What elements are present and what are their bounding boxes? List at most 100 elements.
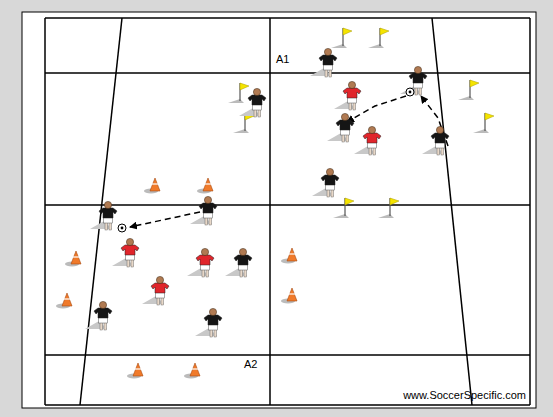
- watermark: www.SoccerSpecific.com: [403, 389, 526, 401]
- cone-stripe: [73, 256, 79, 257]
- player: [85, 301, 112, 330]
- flag-shadow: [333, 214, 349, 218]
- cone-stripe: [289, 253, 295, 254]
- corner-flag: [378, 198, 399, 218]
- player-shirt: [336, 120, 354, 130]
- cone: [197, 178, 213, 194]
- cone-body: [71, 251, 81, 264]
- player: [239, 88, 266, 117]
- player-head: [326, 168, 333, 175]
- flags: [228, 28, 494, 218]
- cone-stripe: [192, 368, 198, 369]
- flag-shadow: [228, 99, 244, 103]
- player-head: [99, 301, 106, 308]
- player-head: [341, 113, 348, 120]
- player-shirt: [99, 208, 117, 218]
- flag-cloth: [343, 28, 352, 35]
- corner-flag: [333, 198, 354, 218]
- ball-patch: [409, 91, 412, 94]
- cone-body: [133, 363, 143, 376]
- flag-cloth: [380, 28, 389, 35]
- balls: [118, 88, 414, 232]
- player-head: [348, 81, 355, 88]
- player: [187, 248, 214, 277]
- player-shirt: [319, 55, 337, 65]
- ball: [118, 224, 126, 232]
- flag-shadow: [378, 214, 394, 218]
- player-shirt: [343, 88, 361, 98]
- player-shirt: [234, 255, 252, 265]
- cone-stripe: [152, 183, 158, 184]
- player: [312, 168, 339, 197]
- cone: [281, 288, 297, 304]
- area-label: A1: [276, 53, 289, 65]
- cone-body: [150, 178, 160, 191]
- cone-stripe: [135, 368, 141, 369]
- player: [190, 196, 217, 225]
- player-shirt: [321, 175, 339, 185]
- flag-shadow: [331, 44, 347, 48]
- player-shirt: [151, 283, 169, 293]
- cone-body: [62, 293, 72, 306]
- pass-arrows: [130, 96, 448, 227]
- player: [90, 201, 117, 230]
- player: [310, 48, 337, 77]
- pitch-lines: [45, 18, 530, 405]
- area-label: A2: [244, 358, 257, 370]
- cone: [281, 248, 297, 264]
- flag-cloth: [240, 83, 249, 90]
- player-head: [126, 238, 133, 245]
- flag-cloth: [470, 80, 479, 87]
- cone: [144, 178, 160, 194]
- player-shirt: [204, 315, 222, 325]
- cone-body: [190, 363, 200, 376]
- cone: [184, 363, 200, 379]
- player: [195, 308, 222, 337]
- player-head: [368, 126, 375, 133]
- player-shirt: [94, 308, 112, 318]
- flag-shadow: [473, 129, 489, 133]
- corner-flag: [228, 83, 249, 103]
- player-shirt: [199, 203, 217, 213]
- cone-body: [287, 248, 297, 261]
- player-shirt: [431, 133, 449, 143]
- player-head: [156, 276, 163, 283]
- frame: [22, 12, 536, 408]
- player: [112, 238, 139, 267]
- player: [225, 248, 252, 277]
- cone: [127, 363, 143, 379]
- cone: [56, 293, 72, 309]
- ball-patch: [121, 227, 124, 230]
- flag-cloth: [485, 113, 494, 120]
- player-head: [436, 126, 443, 133]
- player-head: [414, 66, 421, 73]
- corner-flag: [458, 80, 479, 100]
- flag-shadow: [368, 44, 384, 48]
- player: [334, 81, 361, 110]
- players: [85, 48, 449, 337]
- player-head: [324, 48, 331, 55]
- flag-shadow: [233, 129, 249, 133]
- player-head: [201, 248, 208, 255]
- flag-cloth: [390, 198, 399, 205]
- corner-flag: [368, 28, 389, 48]
- cones: [56, 178, 297, 379]
- player-shirt: [363, 133, 381, 143]
- corner-flag: [331, 28, 352, 48]
- player-head: [204, 196, 211, 203]
- corner-flag: [473, 113, 494, 133]
- player-head: [239, 248, 246, 255]
- player-shirt: [121, 245, 139, 255]
- ball: [406, 88, 414, 96]
- player-shirt: [196, 255, 214, 265]
- player: [142, 276, 169, 305]
- player-shirt: [409, 73, 427, 83]
- cone-body: [203, 178, 213, 191]
- player: [422, 126, 449, 155]
- cone: [65, 251, 81, 267]
- flag-cloth: [345, 198, 354, 205]
- player-head: [104, 201, 111, 208]
- cone-stripe: [64, 298, 70, 299]
